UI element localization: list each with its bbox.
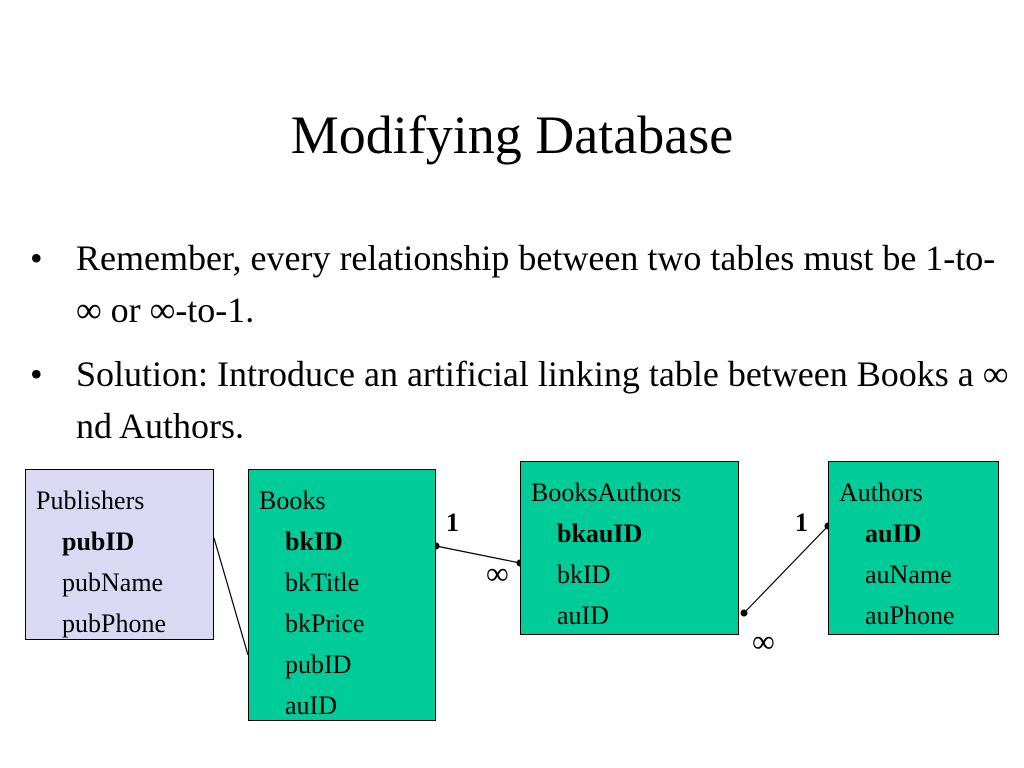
bullet-item: • Remember, every relationship between t…: [30, 232, 1010, 336]
publishers-books-line: [213, 537, 249, 656]
primary-key-field: bkauID: [557, 519, 643, 548]
field: pubPhone: [62, 609, 166, 638]
field: bkTitle: [285, 568, 360, 597]
bullet-item: • Solution: Introduce an artificial link…: [30, 348, 1010, 452]
bullet-text: Solution: Introduce an artificial linkin…: [76, 354, 1009, 446]
table-name: BooksAuthors: [531, 478, 682, 507]
cardinality-one-label: 1: [795, 508, 808, 537]
booksauthors-table: BooksAuthors bkauID bkID auID: [520, 461, 739, 635]
field: pubName: [62, 568, 164, 597]
table-name: Authors: [839, 478, 923, 507]
field: auID: [557, 601, 609, 630]
cardinality-many-label: ∞: [752, 623, 775, 659]
bullet-text: Remember, every relationship between two…: [76, 238, 996, 330]
field: bkPrice: [285, 609, 365, 638]
cardinality-many-label: ∞: [486, 555, 509, 591]
primary-key-field: bkID: [285, 527, 343, 556]
books-table: Books bkID bkTitle bkPrice pubID auID: [248, 469, 436, 721]
table-name: Books: [259, 486, 326, 515]
field: bkID: [557, 560, 611, 589]
bullet-dot-icon: •: [30, 354, 43, 394]
primary-key-field: pubID: [62, 527, 135, 556]
table-name: Publishers: [36, 486, 145, 515]
field: auName: [865, 560, 952, 589]
booksauthors-right-connector-dot: [740, 609, 748, 617]
field: auPhone: [865, 601, 955, 630]
slide-title: Modifying Database: [290, 105, 734, 165]
publishers-table: Publishers pubID pubName pubPhone: [25, 469, 214, 640]
booksauthors-authors-line: [743, 525, 829, 614]
cardinality-one-label: 1: [446, 508, 459, 537]
authors-table: Authors auID auName auPhone: [828, 461, 999, 635]
field: pubID: [285, 650, 352, 679]
bullet-list: • Remember, every relationship between t…: [30, 232, 1010, 464]
field: auID: [285, 691, 337, 720]
primary-key-field: auID: [865, 519, 922, 548]
books-booksauthors-line: [435, 545, 521, 564]
bullet-dot-icon: •: [30, 238, 43, 278]
